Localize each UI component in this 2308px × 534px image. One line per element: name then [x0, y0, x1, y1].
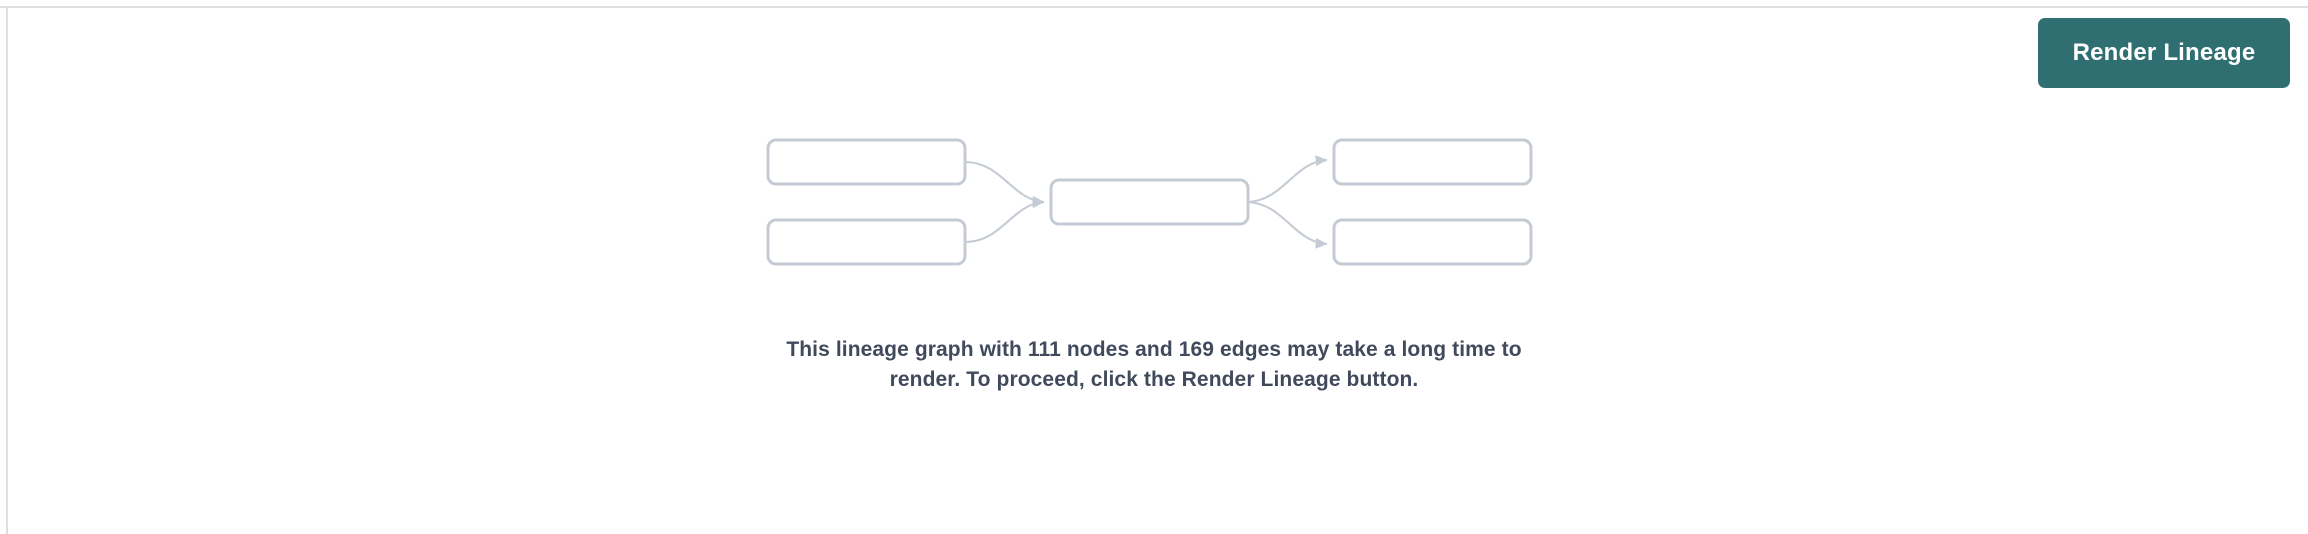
lineage-node-downstream-2	[1332, 218, 1533, 266]
edge-upstream1-to-focus	[964, 160, 1045, 207]
edge-upstream2-to-focus	[964, 197, 1045, 244]
lineage-node-upstream-1	[766, 138, 967, 186]
empty-state-message: This lineage graph with 111 nodes and 16…	[786, 338, 1522, 391]
panel-top-border	[0, 6, 2308, 8]
lineage-node-upstream-2	[766, 218, 967, 266]
lineage-nodes	[766, 138, 1533, 266]
edge-focus-to-downstream1	[1247, 155, 1328, 204]
edge-focus-to-downstream2	[1247, 200, 1328, 249]
lineage-graph-illustration-icon	[766, 138, 1533, 266]
panel-left-border	[6, 6, 8, 534]
lineage-edges	[964, 155, 1328, 249]
render-lineage-button[interactable]: Render Lineage	[2038, 18, 2290, 88]
lineage-node-focus	[1049, 178, 1250, 226]
lineage-node-downstream-1	[1332, 138, 1533, 186]
